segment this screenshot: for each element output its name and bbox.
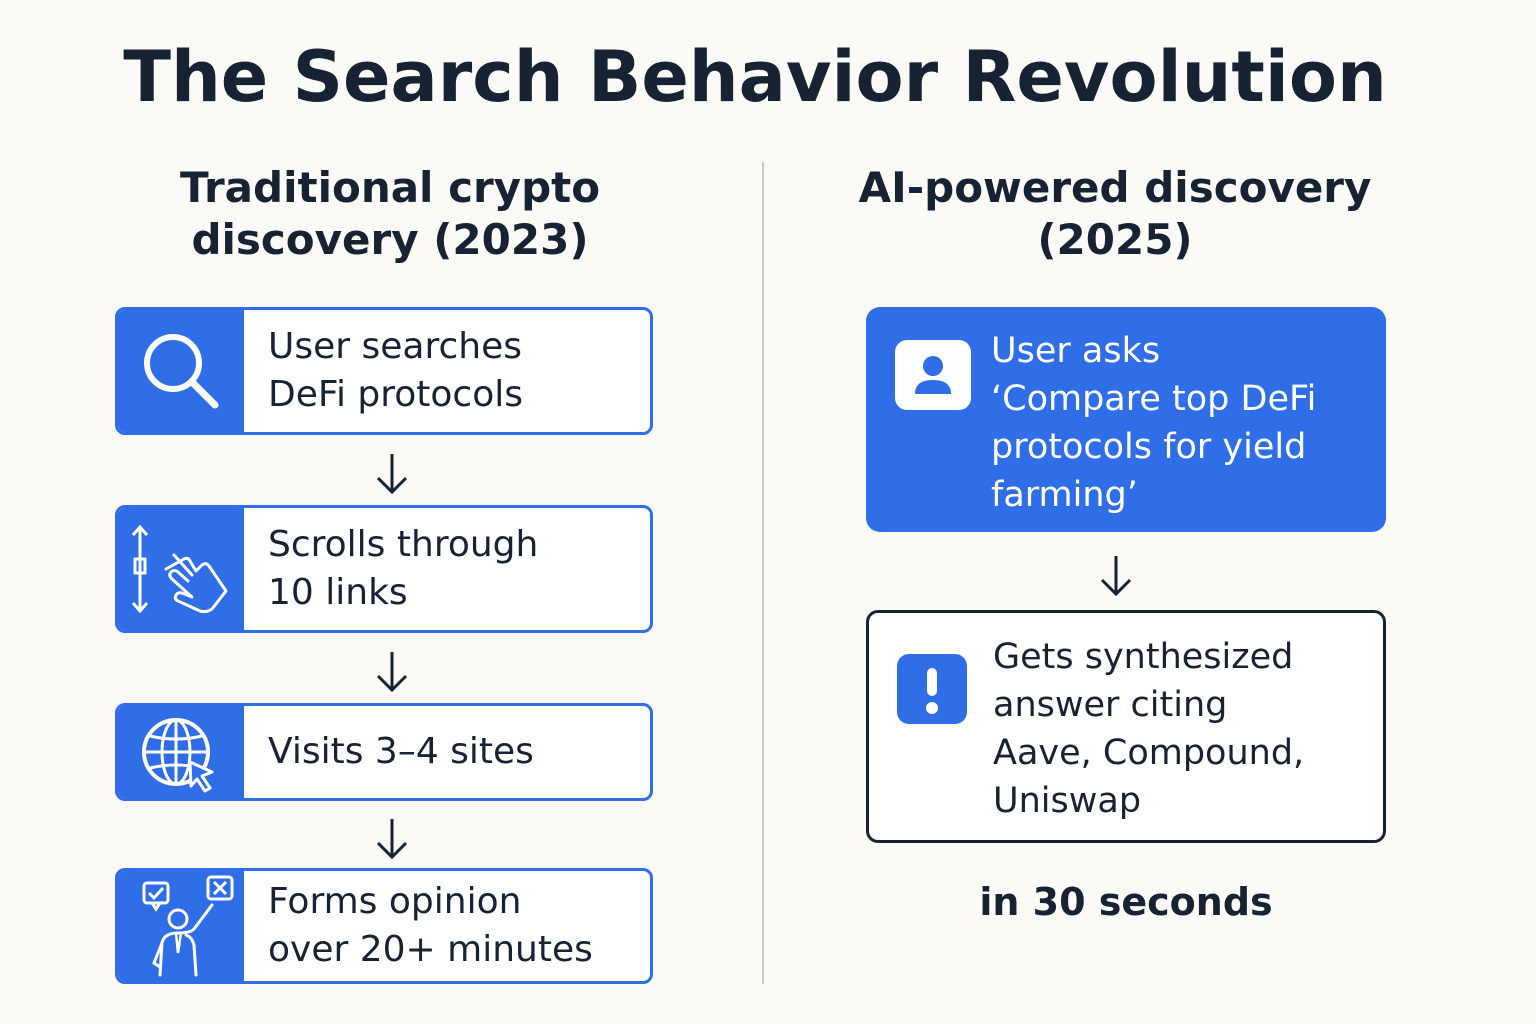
ai-answer-line2: answer citing (993, 685, 1228, 725)
arrow-down-icon (376, 454, 408, 495)
step-text-line2: over 20+ minutes (268, 929, 593, 970)
ai-query-line3: protocols for yield (991, 427, 1307, 467)
decision-person-icon (142, 875, 234, 977)
step-text-line1: Forms opinion (268, 881, 522, 922)
step-icon-box (118, 871, 244, 981)
ai-query-line2: ‘Compare top DeFi (991, 379, 1317, 419)
step-text: Scrolls through 10 links (268, 521, 640, 617)
page-title: The Search Behavior Revolution (123, 36, 1387, 118)
user-icon (915, 356, 951, 394)
user-icon-tile (895, 340, 971, 410)
time-note: in 30 seconds (979, 880, 1273, 924)
ai-answer-line3: Aave, Compound, (993, 733, 1305, 773)
ai-query-box: User asks ‘Compare top DeFi protocols fo… (866, 307, 1386, 532)
ai-heading-line1: AI-powered discovery (858, 163, 1372, 212)
arrow-down-icon (1100, 556, 1132, 597)
exclamation-icon-tile (897, 654, 967, 724)
step-visits-sites: Visits 3–4 sites (115, 703, 653, 801)
exclamation-icon (926, 668, 938, 714)
step-text-line2: 10 links (268, 572, 408, 613)
step-icon-box (118, 508, 244, 630)
step-text-line1: User searches (268, 326, 522, 367)
step-icon-box (118, 706, 244, 798)
globe-cursor-icon (142, 718, 214, 793)
step-text: Forms opinion over 20+ minutes (268, 878, 640, 974)
step-text-line1: Visits 3–4 sites (268, 731, 534, 772)
arrow-down-icon (376, 652, 408, 693)
ai-query-line1: User asks (991, 331, 1161, 371)
step-user-searches: User searches DeFi protocols (115, 307, 653, 435)
traditional-heading-line2: discovery (2023) (191, 215, 589, 264)
ai-query-text: User asks ‘Compare top DeFi protocols fo… (991, 327, 1366, 519)
step-scrolls-links: Scrolls through 10 links (115, 505, 653, 633)
traditional-heading: Traditional crypto discovery (2023) (140, 162, 640, 266)
traditional-heading-line1: Traditional crypto (179, 163, 601, 212)
ai-heading-line2: (2025) (1037, 215, 1193, 264)
ai-query-line4: farming’ (991, 475, 1138, 515)
ai-answer-line4: Uniswap (993, 781, 1142, 821)
arrow-down-icon (376, 819, 408, 860)
ai-answer-box: Gets synthesized answer citing Aave, Com… (866, 610, 1386, 843)
scroll-hand-icon (131, 524, 228, 614)
step-text: User searches DeFi protocols (268, 323, 640, 419)
step-icon-box (118, 310, 244, 432)
ai-heading: AI-powered discovery (2025) (840, 162, 1390, 266)
ai-answer-text: Gets synthesized answer citing Aave, Com… (993, 633, 1363, 825)
step-text-line1: Scrolls through (268, 524, 539, 565)
magnifier-icon (144, 334, 219, 409)
step-text-line2: DeFi protocols (268, 374, 524, 415)
ai-answer-line1: Gets synthesized (993, 637, 1294, 677)
column-divider (762, 162, 764, 984)
step-forms-opinion: Forms opinion over 20+ minutes (115, 868, 653, 984)
step-text: Visits 3–4 sites (268, 728, 640, 776)
